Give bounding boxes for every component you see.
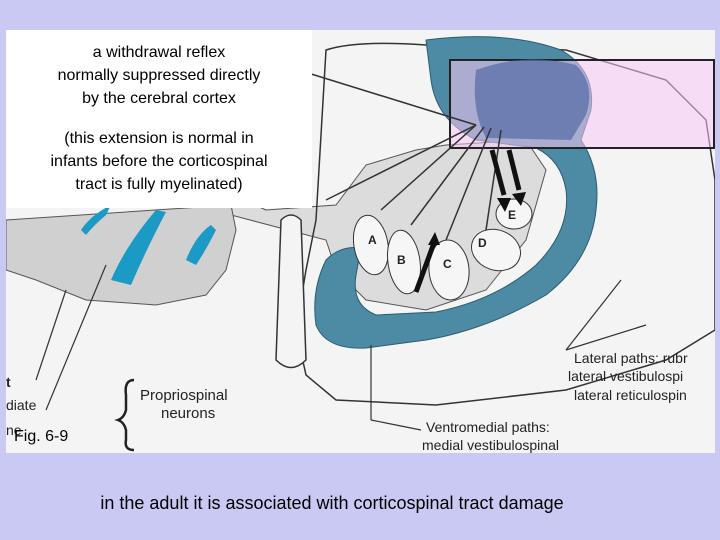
nucleus-d-shape xyxy=(471,228,521,272)
ventromedial-1: Ventromedial paths: xyxy=(426,419,550,435)
left-label-1: t xyxy=(6,374,11,390)
textbox-line-4: (this extension is normal in xyxy=(64,130,254,147)
propriospinal-label-2: neurons xyxy=(161,405,215,422)
lateral-paths-1: Lateral paths: rubr xyxy=(574,350,688,366)
nucleus-b-shape xyxy=(387,229,421,295)
textbox-line-6: tract is fully myelinated) xyxy=(75,176,243,193)
leader-lines xyxy=(35,264,647,431)
bold-arrows xyxy=(413,149,522,293)
lateral-paths-3: lateral reticulospin xyxy=(574,387,687,403)
spinal-cord-diagram: A B C D E xyxy=(6,30,715,453)
dendrite-2 xyxy=(186,225,216,265)
propriospinal-brace xyxy=(114,378,135,452)
dendrite-1 xyxy=(111,210,166,285)
explanation-box: a withdrawal reflex normally suppressed … xyxy=(6,30,312,208)
bold-arrowhead-1 xyxy=(497,198,511,212)
nucleus-c-label: C xyxy=(443,257,452,271)
ventral-fissure xyxy=(275,214,307,369)
textbox-line-5: infants before the corticospinal xyxy=(50,153,268,170)
caption: in the adult it is associated with corti… xyxy=(100,493,564,513)
ventromedial-2: medial vestibulospinal xyxy=(422,437,559,453)
left-label-3: ne xyxy=(6,422,22,438)
nucleus-a-label: A xyxy=(368,233,377,247)
textbox-line-3: by the cerebral cortex xyxy=(82,90,236,107)
bold-arrowhead-2 xyxy=(512,192,526,206)
textbox-line-2: normally suppressed directly xyxy=(57,67,261,84)
nucleus-a-shape xyxy=(352,214,390,276)
propriospinal-label-1: Propriospinal xyxy=(140,387,228,404)
bold-arrowhead-3 xyxy=(428,232,440,245)
left-label-2: diate xyxy=(6,397,37,413)
diagram-svg: A B C D E xyxy=(6,36,715,453)
lateral-paths-2: lateral vestibulospi xyxy=(568,368,683,384)
nucleus-e-label: E xyxy=(508,208,516,222)
tract-blue-dorsal xyxy=(474,59,590,140)
left-gray-band xyxy=(6,204,237,306)
dendrite-3 xyxy=(81,205,111,235)
textbox-line-1: a withdrawal reflex xyxy=(92,44,226,61)
nucleus-b-label: B xyxy=(397,253,406,267)
nucleus-d-label: D xyxy=(478,236,487,250)
figure-label: Fig. 6-9 xyxy=(14,428,69,445)
